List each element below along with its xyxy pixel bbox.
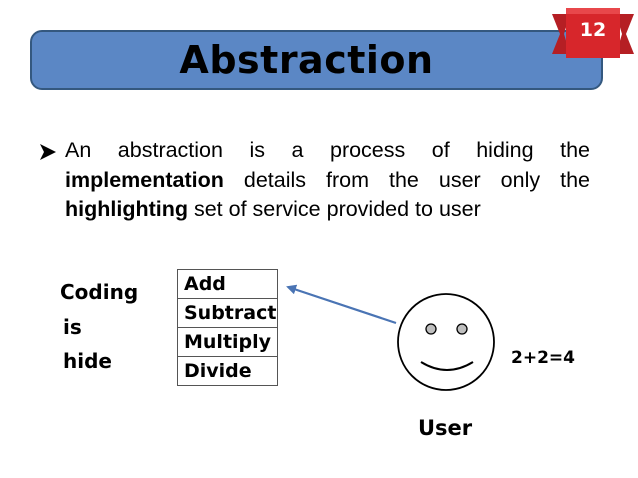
bullet-point: An abstraction is a process of hiding th…	[38, 136, 590, 225]
bullet-text: An abstraction is a process of hiding th…	[65, 136, 590, 225]
operation-add: Add	[177, 269, 278, 299]
side-label-is: is	[63, 315, 82, 339]
operation-subtract: Subtract	[177, 298, 278, 328]
title-banner: Abstraction	[30, 30, 603, 90]
bullet-text-part: set of service provided to user	[188, 197, 481, 221]
bullet-emphasis-implementation: implementation	[65, 167, 224, 192]
badge-ribbon-icon	[552, 8, 634, 58]
smiley-face-icon	[397, 293, 495, 391]
bullet-text-part: details from the user only the	[223, 167, 590, 192]
right-arrow-bullet-icon	[40, 144, 56, 160]
bullet-text-part: An abstraction is a process of hiding th…	[65, 138, 590, 162]
example-calculation: 2+2=4	[511, 348, 575, 368]
side-label-coding: Coding	[60, 280, 139, 304]
pointer-arrow	[286, 284, 397, 325]
operation-divide: Divide	[177, 356, 278, 386]
operations-table: Add Subtract Multiply Divide	[177, 269, 278, 386]
user-label: User	[418, 416, 473, 440]
operation-multiply: Multiply	[177, 327, 278, 357]
page-number-badge: 12	[550, 6, 636, 60]
page-number: 12	[579, 19, 607, 41]
slide-title: Abstraction	[179, 38, 434, 82]
side-label-hide: hide	[63, 349, 112, 373]
bullet-emphasis-highlighting: highlighting	[65, 197, 188, 221]
